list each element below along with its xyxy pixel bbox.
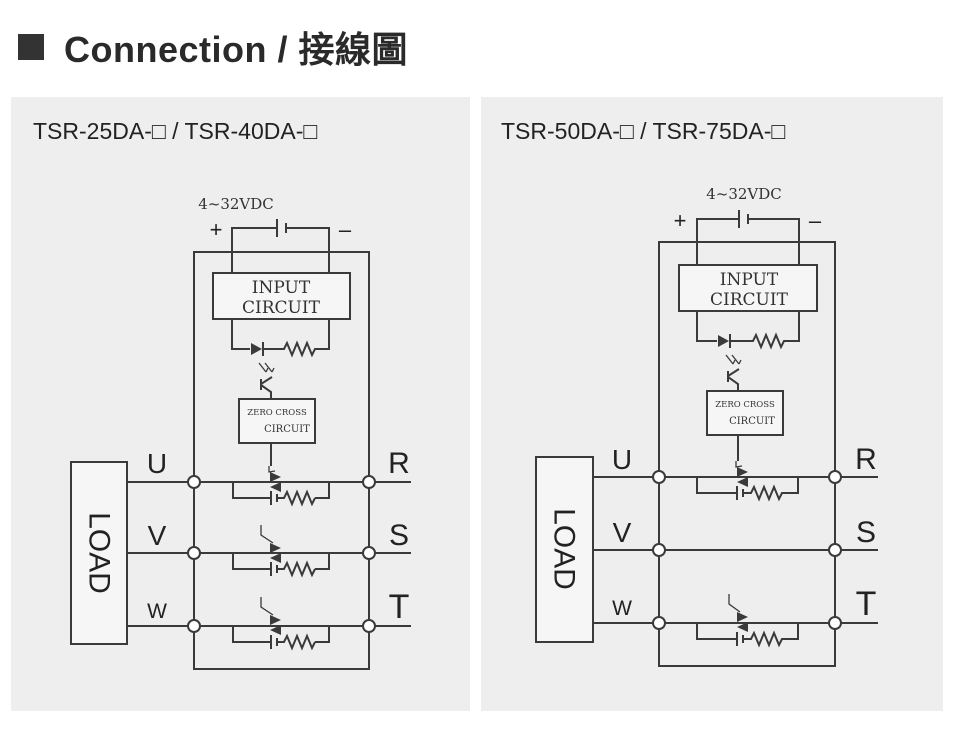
triac-snubber-icon	[696, 461, 799, 502]
input-circuit-label: CIRCUIT	[710, 290, 789, 310]
terminal-label-s: S	[389, 519, 409, 552]
supply-voltage-label: 4~32VDC	[706, 185, 782, 203]
led-resistor-icon	[696, 311, 800, 350]
terminal-r	[362, 475, 376, 489]
terminal-w	[652, 616, 666, 630]
terminal-label-t: T	[856, 585, 877, 623]
wiring-diagram: 4~32VDC + – INPUT CIRCUIT ZER	[535, 185, 878, 667]
zero-cross-circuit-box	[706, 390, 784, 436]
terminal-label-r: R	[388, 447, 410, 480]
square-bullet-icon	[18, 34, 44, 60]
terminal-t	[362, 619, 376, 633]
minus-sign: –	[339, 217, 352, 242]
input-circuit-box	[212, 272, 351, 320]
triac-snubber-icon	[232, 466, 330, 507]
triac-snubber-icon	[232, 525, 330, 578]
terminal-v	[652, 543, 666, 557]
terminal-label-w: W	[612, 597, 632, 620]
terminal-label-v: V	[613, 517, 632, 548]
load-label: LOAD	[548, 508, 581, 590]
terminal-label-t: T	[389, 588, 410, 626]
optocoupler-icon	[258, 362, 275, 399]
terminal-r	[828, 470, 842, 484]
triac-snubber-icon	[696, 594, 799, 648]
zero-cross-circuit-box	[238, 398, 316, 444]
terminal-u	[187, 475, 201, 489]
terminal-w	[187, 619, 201, 633]
load-label: LOAD	[83, 512, 116, 594]
input-circuit-label: CIRCUIT	[242, 298, 321, 318]
panel-title: TSR-25DA-□ / TSR-40DA-□	[33, 118, 318, 144]
dc-supply-battery-icon	[696, 210, 800, 265]
terminal-s	[828, 543, 842, 557]
led-resistor-icon	[231, 319, 330, 358]
terminal-label-w: W	[147, 600, 167, 623]
output-frame	[658, 477, 836, 667]
zero-cross-label: ZERO CROSS	[247, 408, 307, 418]
page-title: Connection / 接線圖	[64, 29, 408, 70]
terminal-label-u: U	[147, 448, 167, 479]
terminal-label-v: V	[148, 520, 167, 551]
terminal-label-s: S	[856, 516, 876, 549]
supply-voltage-label: 4~32VDC	[198, 195, 274, 213]
terminal-s	[362, 546, 376, 560]
control-frame	[193, 251, 370, 482]
diagram-panel-tsr-50da-75da: TSR-50DA-□ / TSR-75DA-□ 4~32VDC + – INPU…	[481, 97, 943, 711]
input-circuit-box	[678, 264, 818, 312]
load-box	[70, 461, 128, 645]
optocoupler-icon	[725, 354, 742, 391]
output-frame	[193, 482, 370, 670]
control-frame	[658, 241, 836, 477]
zero-cross-label: CIRCUIT	[729, 416, 775, 427]
plus-sign: +	[210, 217, 223, 242]
zero-cross-label: ZERO CROSS	[715, 400, 775, 410]
terminal-label-u: U	[612, 444, 632, 475]
minus-sign: –	[809, 208, 822, 233]
panel-title: TSR-50DA-□ / TSR-75DA-□	[501, 118, 786, 144]
diagram-panel-tsr-25da-40da: TSR-25DA-□ / TSR-40DA-□ 4~32VDC + – INPU…	[11, 97, 470, 711]
load-box	[535, 456, 594, 643]
input-circuit-label: INPUT	[720, 270, 779, 290]
input-circuit-label: INPUT	[252, 278, 311, 298]
terminal-t	[828, 616, 842, 630]
triac-snubber-icon	[232, 597, 330, 651]
page-header: Connection / 接線圖	[18, 22, 408, 72]
zero-cross-label: CIRCUIT	[264, 424, 310, 435]
plus-sign: +	[674, 208, 687, 233]
terminal-label-r: R	[855, 443, 877, 476]
terminal-v	[187, 546, 201, 560]
dc-supply-battery-icon	[231, 219, 330, 273]
wiring-diagram: 4~32VDC + – INPUT CIRCUIT ZER	[70, 195, 411, 670]
terminal-u	[652, 470, 666, 484]
